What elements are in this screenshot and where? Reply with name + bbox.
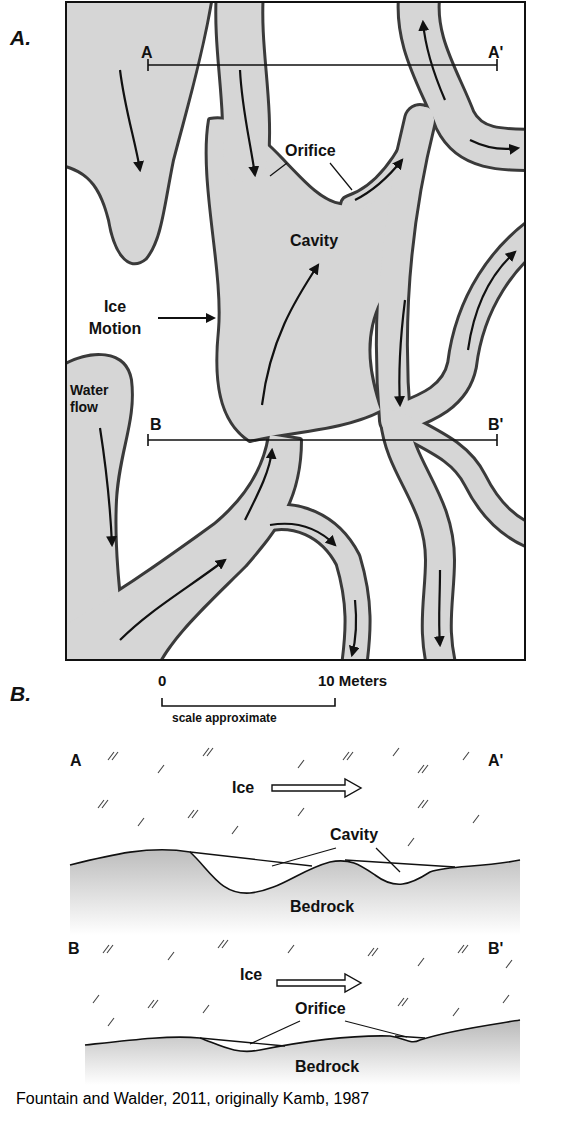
- cavity-fill: [66, 2, 525, 660]
- section-end-label: A: [141, 44, 153, 62]
- scale-label: 0: [158, 672, 166, 689]
- section-lines: [148, 59, 497, 446]
- ice-base: [200, 1036, 425, 1046]
- ice-motion-arrow: [158, 317, 214, 319]
- section-end-label: B: [68, 940, 80, 958]
- figure-caption: Fountain and Walder, 2011, originally Ka…: [16, 1090, 369, 1108]
- ice-base: [190, 852, 455, 867]
- cavity-network: [66, 2, 525, 660]
- section-end-label: A: [70, 752, 82, 770]
- cavity-outline: [66, 2, 525, 660]
- panel-frame: [66, 2, 525, 660]
- scale-bar: [162, 698, 335, 706]
- ice-hatching: [93, 940, 512, 1026]
- section-end-label: A': [488, 44, 503, 62]
- bedrock-label: Bedrock: [290, 898, 354, 916]
- bedrock-fill: [70, 850, 520, 935]
- ice-hatching: [98, 748, 479, 846]
- section-end-label: B': [488, 940, 503, 958]
- orifice-label: Orifice: [295, 1000, 346, 1018]
- water-flow-label: Water flow: [70, 382, 126, 416]
- orifice-label: Orifice: [285, 142, 336, 160]
- panel-letter: B.: [10, 682, 31, 706]
- cavity-label: Cavity: [330, 826, 378, 844]
- bedrock-profile: [85, 1020, 520, 1051]
- bedrock-profile: [70, 850, 520, 893]
- ice-flow-arrow: [272, 779, 361, 797]
- ice-label: Ice: [232, 779, 254, 797]
- water-flow-arrows: [100, 22, 518, 655]
- bedrock-fill: [85, 1020, 520, 1085]
- scale-label: 10 Meters: [318, 672, 387, 689]
- section-end-label: B': [488, 416, 503, 434]
- ice-label: Ice: [240, 966, 262, 984]
- scale-note: scale approximate: [172, 712, 277, 726]
- ice-motion-label: Ice Motion: [78, 296, 152, 340]
- ice-flow-arrow: [277, 974, 361, 992]
- bedrock-label: Bedrock: [295, 1058, 359, 1076]
- cavity-label: Cavity: [290, 232, 338, 250]
- section-end-label: A': [488, 752, 503, 770]
- section-end-label: B: [150, 416, 162, 434]
- panel-letter: A.: [10, 26, 31, 50]
